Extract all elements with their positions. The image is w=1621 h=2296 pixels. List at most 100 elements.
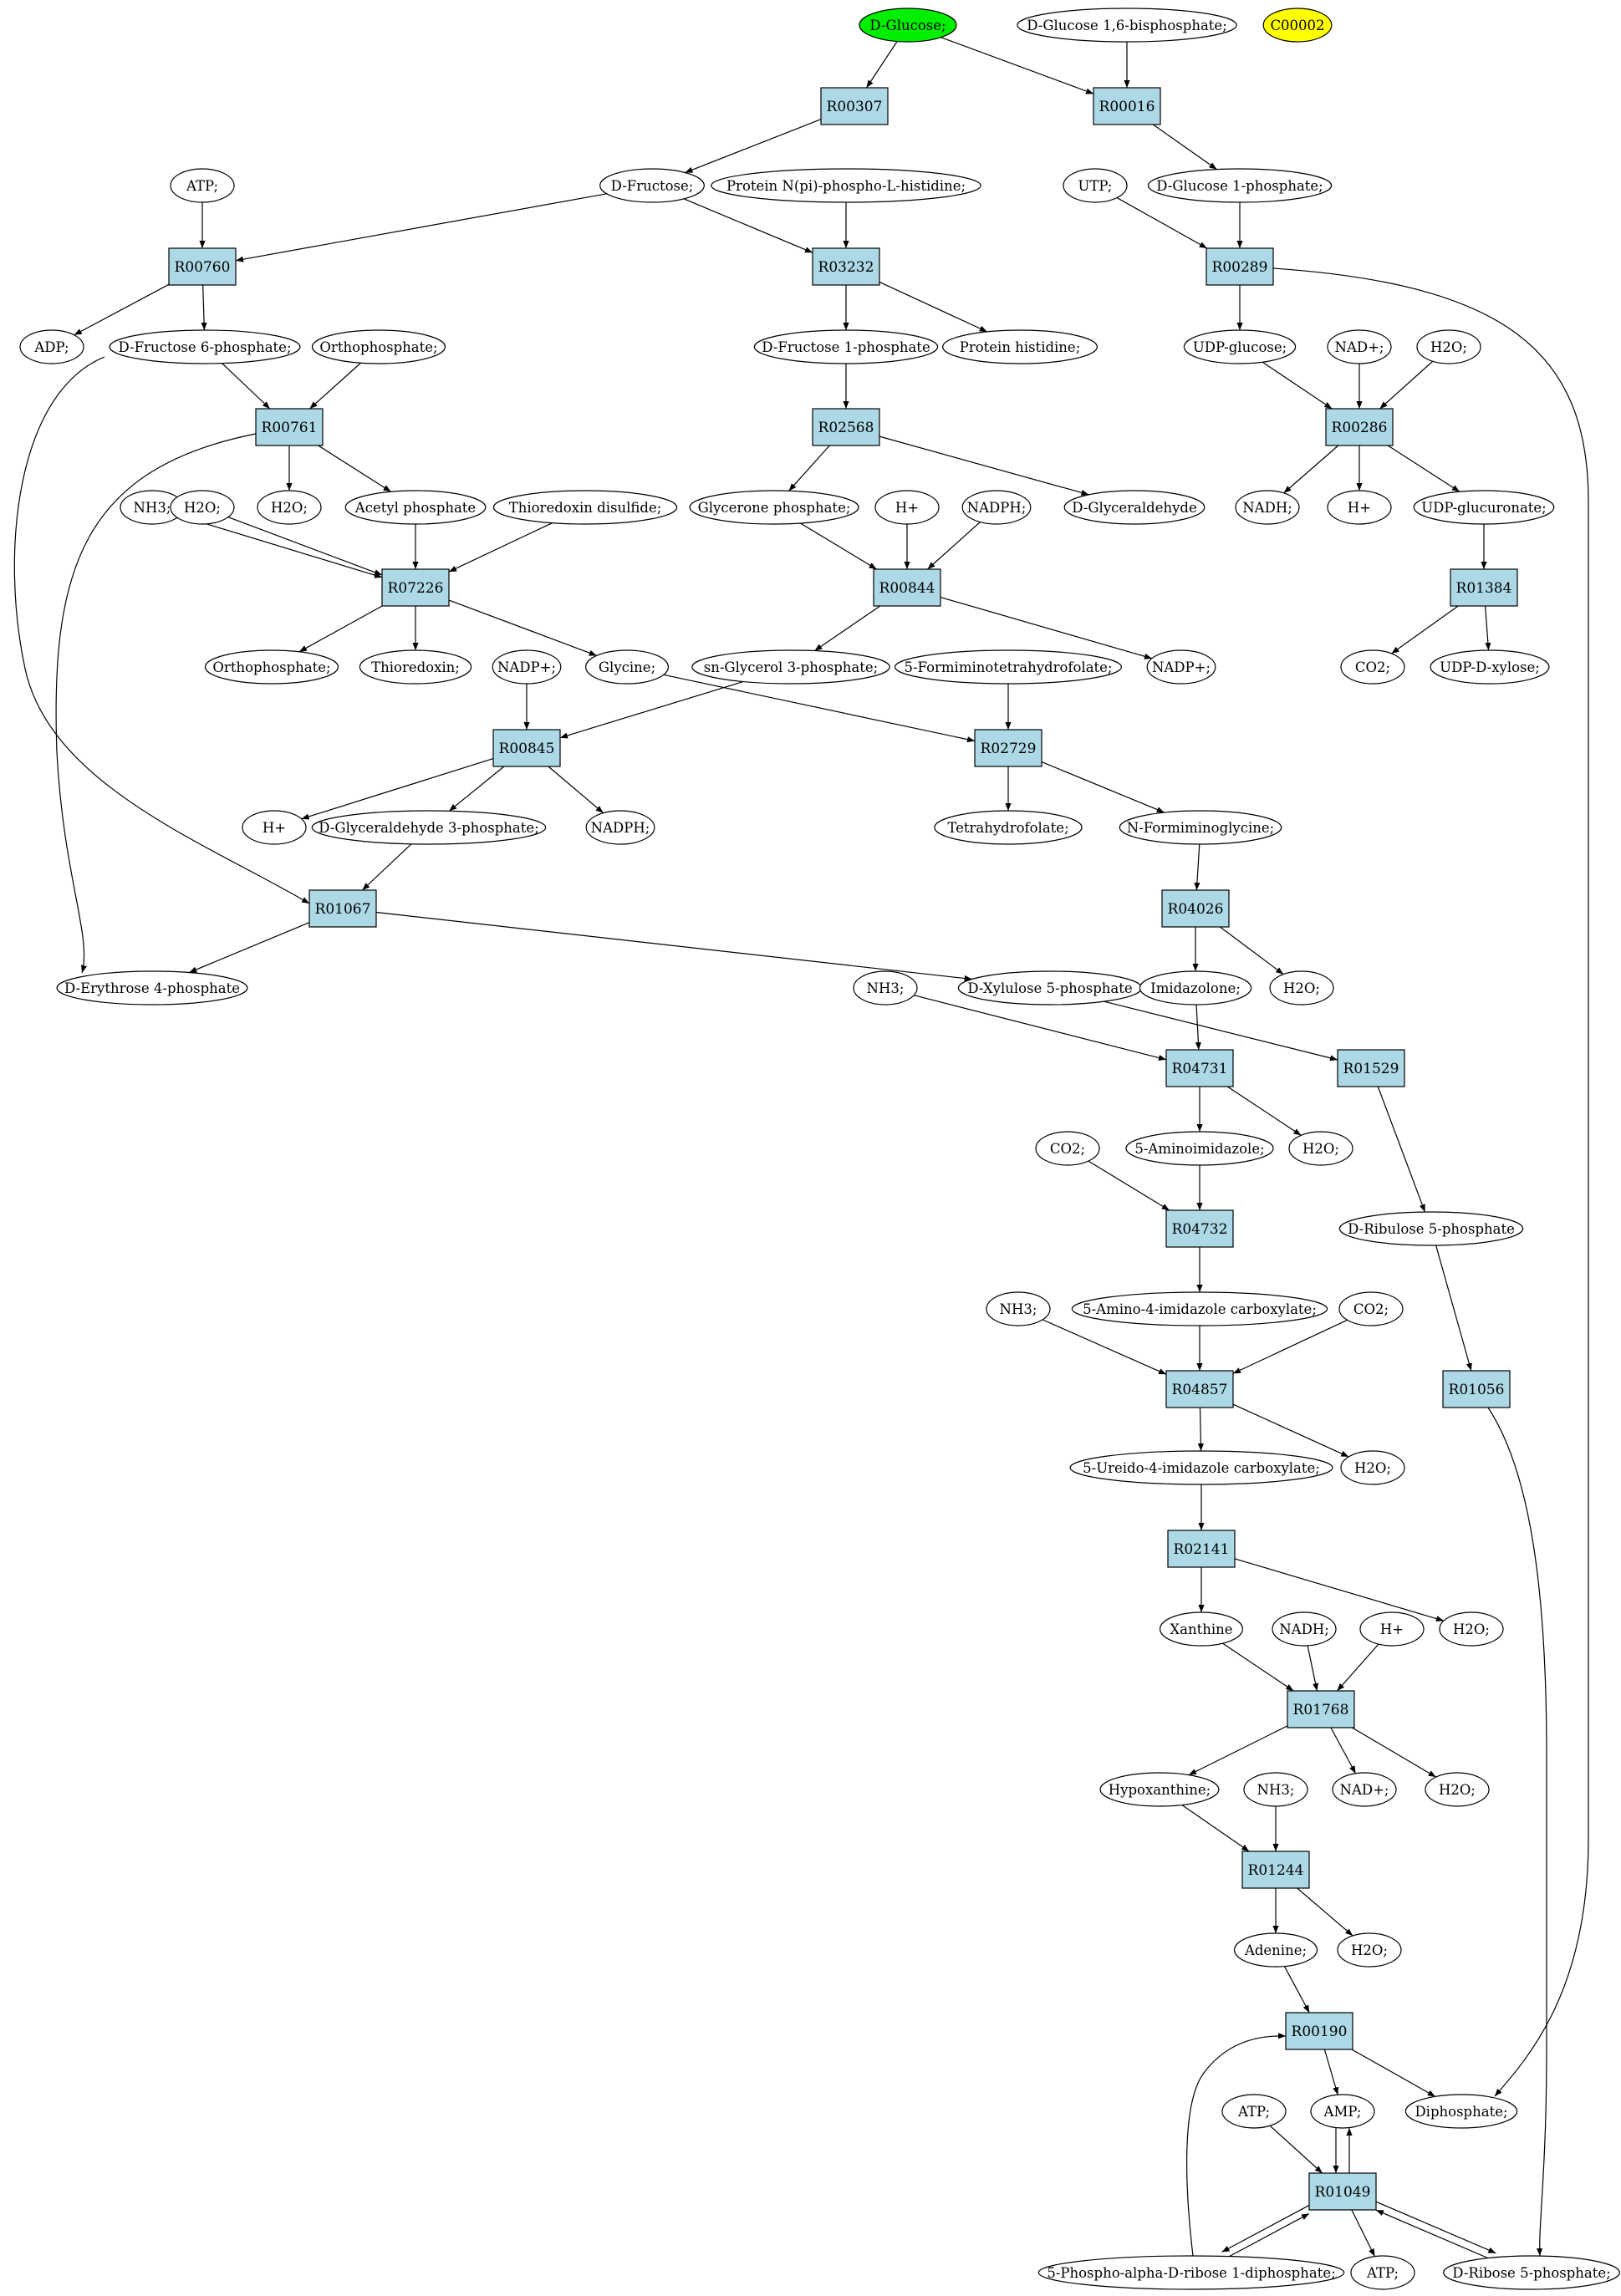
compound-node-de4p[interactable]: D-Erythrose 4-phosphate: [56, 970, 248, 1005]
compound-node-glyceronep[interactable]: Glycerone phosphate;: [689, 490, 859, 525]
edge-co2b-to-R04732: [1088, 1160, 1170, 1211]
compound-node-atp2[interactable]: ATP;: [1221, 2094, 1287, 2129]
reaction-node-r01244[interactable]: R01244: [1241, 1851, 1310, 1889]
compound-node-acetylp[interactable]: Acetyl phosphate: [344, 490, 487, 525]
reaction-node-r02141[interactable]: R02141: [1167, 1530, 1236, 1568]
compound-node-amp[interactable]: AMP;: [1310, 2094, 1375, 2129]
compound-node-nadph2[interactable]: NADPH;: [585, 810, 655, 845]
compound-node-nadpplus2[interactable]: NADP+;: [1146, 649, 1216, 685]
compound-node-xanthine[interactable]: Xanthine: [1159, 1611, 1243, 1647]
reaction-node-r00016[interactable]: R00016: [1093, 87, 1161, 125]
compound-node-udpglc[interactable]: UDP-glucose;: [1183, 329, 1297, 364]
compound-node-nh3d[interactable]: NH3;: [1243, 1772, 1308, 1807]
compound-node-thiodis[interactable]: Thioredoxin disulfide;: [492, 490, 678, 525]
compound-node-prpp[interactable]: 5-Phospho-alpha-D-ribose 1-diphosphate;: [1037, 2255, 1345, 2290]
reaction-node-r04732[interactable]: R04732: [1165, 1209, 1234, 1248]
compound-node-protnpi[interactable]: Protein N(pi)-phospho-L-histidine;: [711, 168, 981, 203]
compound-node-co2a[interactable]: CO2;: [1340, 649, 1405, 685]
compound-node-thioredoxin[interactable]: Thioredoxin;: [359, 649, 472, 685]
compound-node-dga3p[interactable]: D-Glyceraldehyde 3-phosphate;: [311, 810, 547, 845]
compound-node-c00002[interactable]: C00002: [1262, 8, 1333, 43]
compound-node-imidazolone[interactable]: Imidazolone;: [1139, 970, 1252, 1005]
compound-node-aminoimid[interactable]: 5-Aminoimidazole;: [1125, 1131, 1274, 1166]
compound-node-nh3a[interactable]: NH3;: [120, 490, 185, 525]
compound-node-nadh2[interactable]: NADH;: [1272, 1611, 1337, 1647]
compound-node-thf[interactable]: Tetrahydrofolate;: [934, 810, 1083, 845]
compound-node-adenine[interactable]: Adenine;: [1233, 1932, 1318, 1968]
compound-node-nh3b[interactable]: NH3;: [853, 970, 918, 1005]
compound-node-adp[interactable]: ADP;: [19, 329, 84, 364]
reaction-node-r04857[interactable]: R04857: [1165, 1370, 1234, 1408]
compound-node-nadp2[interactable]: NAD+;: [1332, 1772, 1397, 1807]
compound-node-utp[interactable]: UTP;: [1063, 168, 1128, 203]
compound-node-co2c[interactable]: CO2;: [1338, 1291, 1404, 1326]
compound-node-nformgly[interactable]: N-Formiminoglycine;: [1119, 810, 1282, 845]
reaction-node-r00286[interactable]: R00286: [1325, 408, 1394, 446]
reaction-node-r00760[interactable]: R00760: [168, 247, 237, 286]
compound-node-h2o6[interactable]: H2O;: [1340, 1450, 1405, 1485]
compound-node-h2o3[interactable]: H2O;: [257, 490, 322, 525]
reaction-node-r04731[interactable]: R04731: [1165, 1049, 1234, 1087]
compound-node-orthop1[interactable]: Orthophosphate;: [311, 329, 446, 364]
compound-node-dglucose[interactable]: D-Glucose;: [859, 8, 957, 43]
compound-node-aicarbox[interactable]: 5-Amino-4-imidazole carboxylate;: [1071, 1291, 1328, 1326]
reaction-node-r02568[interactable]: R02568: [812, 408, 880, 446]
reaction-node-r01529[interactable]: R01529: [1337, 1049, 1405, 1087]
compound-node-dfructose[interactable]: D-Fructose;: [599, 168, 705, 203]
compound-node-dg1p[interactable]: D-Glucose 1-phosphate;: [1147, 168, 1333, 203]
compound-node-dx5p[interactable]: D-Xylulose 5-phosphate: [957, 970, 1143, 1005]
reaction-node-r00761[interactable]: R00761: [255, 408, 324, 446]
compound-node-dr5p[interactable]: D-Ribose 5-phosphate;: [1443, 2255, 1620, 2290]
reaction-node-r00844[interactable]: R00844: [873, 568, 941, 607]
compound-node-dg16bp[interactable]: D-Glucose 1,6-bisphosphate;: [1017, 8, 1237, 43]
compound-node-hplus3[interactable]: H+: [242, 810, 307, 845]
compound-node-hplus2[interactable]: H+: [1327, 490, 1392, 525]
compound-node-dglyald[interactable]: D-Glyceraldehyde: [1063, 490, 1206, 525]
reaction-node-r00845[interactable]: R00845: [492, 729, 561, 767]
compound-node-nadpplus1[interactable]: NADP+;: [492, 649, 562, 685]
compound-node-hplus4[interactable]: H+: [1359, 1611, 1425, 1647]
compound-node-orthop2[interactable]: Orthophosphate;: [204, 649, 339, 685]
compound-node-prothis[interactable]: Protein histidine;: [941, 329, 1098, 364]
compound-node-h2o5[interactable]: H2O;: [1288, 1131, 1353, 1166]
compound-node-formthf[interactable]: 5-Formiminotetrahydrofolate;: [894, 649, 1122, 685]
reaction-node-r04026[interactable]: R04026: [1161, 889, 1230, 928]
compound-node-h2o4[interactable]: H2O;: [1269, 970, 1334, 1005]
reaction-node-r00190[interactable]: R00190: [1285, 2012, 1353, 2050]
reaction-node-r01768[interactable]: R01768: [1287, 1690, 1355, 1728]
compound-node-ureidoimid[interactable]: 5-Ureido-4-imidazole carboxylate;: [1069, 1450, 1333, 1485]
compound-node-atp1[interactable]: ATP;: [170, 168, 235, 203]
compound-node-co2b[interactable]: CO2;: [1035, 1131, 1100, 1166]
reaction-node-r02729[interactable]: R02729: [974, 729, 1042, 767]
compound-node-snglyc3p[interactable]: sn-Glycerol 3-phosphate;: [691, 649, 890, 685]
compound-node-dru5p[interactable]: D-Ribulose 5-phosphate: [1338, 1211, 1524, 1246]
compound-node-glycine[interactable]: Glycine;: [584, 649, 669, 685]
compound-node-h2o8[interactable]: H2O;: [1425, 1772, 1490, 1807]
compound-node-h2o1[interactable]: H2O;: [1416, 329, 1481, 364]
compound-node-h2o2[interactable]: H2O;: [170, 490, 235, 525]
reaction-node-r00289[interactable]: R00289: [1206, 247, 1274, 286]
reaction-node-r07226[interactable]: R07226: [381, 568, 450, 607]
compound-node-udpxyl[interactable]: UDP-D-xylose;: [1430, 649, 1550, 685]
reaction-node-r01067[interactable]: R01067: [308, 889, 377, 928]
compound-node-nadp1[interactable]: NAD+;: [1327, 329, 1392, 364]
compound-node-hypox[interactable]: Hypoxanthine;: [1099, 1772, 1220, 1807]
compound-node-df1p[interactable]: D-Fructose 1-phosphate: [753, 329, 939, 364]
reaction-node-r01384[interactable]: R01384: [1450, 568, 1518, 607]
compound-node-atp3[interactable]: ATP;: [1350, 2255, 1415, 2290]
compound-node-nadph1[interactable]: NADPH;: [961, 490, 1032, 525]
compound-node-hplus1[interactable]: H+: [874, 490, 940, 525]
compound-node-h2o9[interactable]: H2O;: [1337, 1932, 1402, 1968]
compound-label: H2O;: [1302, 1141, 1339, 1157]
compound-node-h2o7[interactable]: H2O;: [1439, 1611, 1504, 1647]
compound-node-nh3c[interactable]: NH3;: [986, 1291, 1051, 1326]
compound-node-diphosphate[interactable]: Diphosphate;: [1404, 2094, 1518, 2129]
compound-node-nadh1[interactable]: NADH;: [1235, 490, 1300, 525]
reaction-node-r00307[interactable]: R00307: [820, 87, 889, 125]
compound-node-udpglcu[interactable]: UDP-glucuronate;: [1413, 490, 1555, 525]
edge-dga3p-to-R01067: [361, 843, 412, 891]
compound-node-df6p[interactable]: D-Fructose 6-phosphate;: [109, 329, 301, 364]
reaction-node-r01049[interactable]: R01049: [1308, 2172, 1377, 2211]
reaction-node-r01056[interactable]: R01056: [1442, 1370, 1511, 1408]
reaction-node-r03232[interactable]: R03232: [812, 247, 880, 286]
